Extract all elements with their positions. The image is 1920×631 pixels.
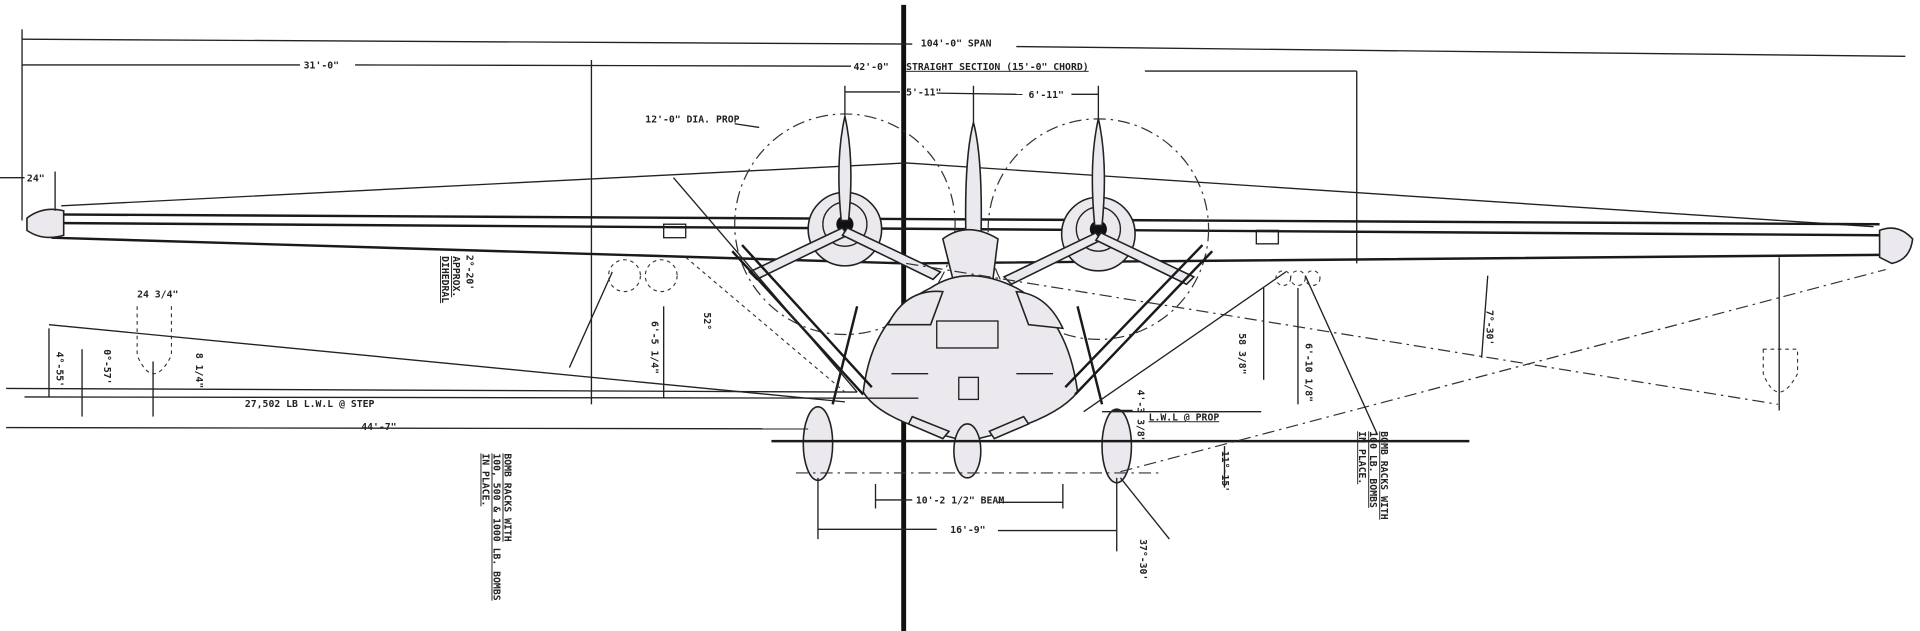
tail-fin — [964, 119, 983, 246]
angle-37-30-label: 37°-30' — [1137, 539, 1148, 580]
outer-panel-dimension: 31'-0" 42'-0" STRAIGHT SECTION (15'-0" C… — [22, 60, 1358, 405]
angle-7-30-label: 7°-30' — [1484, 310, 1495, 345]
prop-diameter-label: 12'-0" DIA. PROP — [645, 115, 739, 126]
straight-section-label: STRAIGHT SECTION (15'-0" CHORD) — [906, 62, 1089, 73]
angle-4-55-label: 4°-55' — [53, 352, 64, 387]
float-width-label: 24 3/4" — [137, 290, 178, 301]
lwl-step-label: 27,502 LB L.W.L @ STEP — [245, 399, 375, 410]
height-6-5-label: 6'-5 1/4" — [648, 321, 659, 374]
angle-11-15-label: 11°-15' — [1219, 451, 1230, 492]
float-struts — [731, 244, 1214, 405]
reference-lines — [48, 177, 1886, 540]
hull — [862, 119, 1079, 442]
left-wingtip-float — [26, 208, 65, 239]
dihedral-angle-label: 2°-20' — [464, 255, 475, 290]
right-propeller — [987, 118, 1210, 341]
left-bomb-rack-note: BOMB RACKS WITH 100, 500 & 1000 LB. BOMB… — [479, 453, 512, 600]
note-line: BOMB RACKS WITH — [1378, 431, 1389, 519]
height-58-label: 58 3/8" — [1236, 333, 1247, 374]
keel-float — [953, 423, 982, 479]
angle-0-57-label: 0°-57' — [101, 349, 112, 384]
right-wingtip-float — [1878, 227, 1914, 265]
right-bomb-rack-note: BOMB RACKS WITH 100 LB. BOMBS IN PLACE. — [1356, 431, 1389, 519]
beam-label: 10'-2 1/2" BEAM — [916, 496, 1004, 507]
span-label: 104'-0" SPAN — [921, 39, 992, 50]
note-line: IN PLACE. — [1356, 431, 1367, 484]
height-4-3-label: 4'-3 3/8" — [1135, 390, 1146, 443]
float-draft-label: 8 1/4" — [193, 353, 204, 388]
wingtip-height-label: 24" — [27, 173, 45, 184]
lwl-prop-label: L.W.L @ PROP — [1149, 412, 1220, 423]
waterlines: 27,502 LB L.W.L @ STEP 44'-7" L.W.L @ PR… — [6, 387, 1470, 474]
float-spread-label: 44'-7" — [361, 422, 396, 433]
note-line: 100 LB. BOMBS — [1367, 431, 1378, 508]
height-6-10-label: 6'-10 1/8" — [1302, 343, 1313, 402]
note-line: 100, 500 & 1000 LB. BOMBS — [490, 453, 501, 600]
center-section-label: 42'-0" — [853, 62, 888, 73]
dihedral-note-2: DIHEDRAL — [439, 256, 450, 303]
prop-offset-right-label: 6'-11" — [1029, 90, 1064, 101]
outer-panel-label: 31'-0" — [304, 61, 339, 72]
prop-offset-left-label: 5'-11" — [906, 88, 941, 99]
left-float — [802, 405, 834, 482]
beam-track-dims: 10'-2 1/2" BEAM 16'-9" — [817, 477, 1118, 552]
right-float — [1101, 408, 1133, 484]
track-label: 16'-9" — [950, 525, 985, 536]
prop-spacing-dimension: 5'-11" 6'-11" — [844, 85, 1100, 123]
wing: 24" — [0, 162, 1914, 265]
angle-52-label: 52° — [701, 312, 712, 330]
left-propeller — [734, 113, 956, 336]
span-dimension: 104'-0" SPAN — [21, 29, 1906, 221]
vertical-dims — [48, 275, 1489, 488]
note-line: IN PLACE. — [479, 453, 490, 506]
note-line: BOMB RACKS WITH — [501, 453, 512, 541]
dihedral-note-1: APPROX. — [450, 256, 461, 297]
